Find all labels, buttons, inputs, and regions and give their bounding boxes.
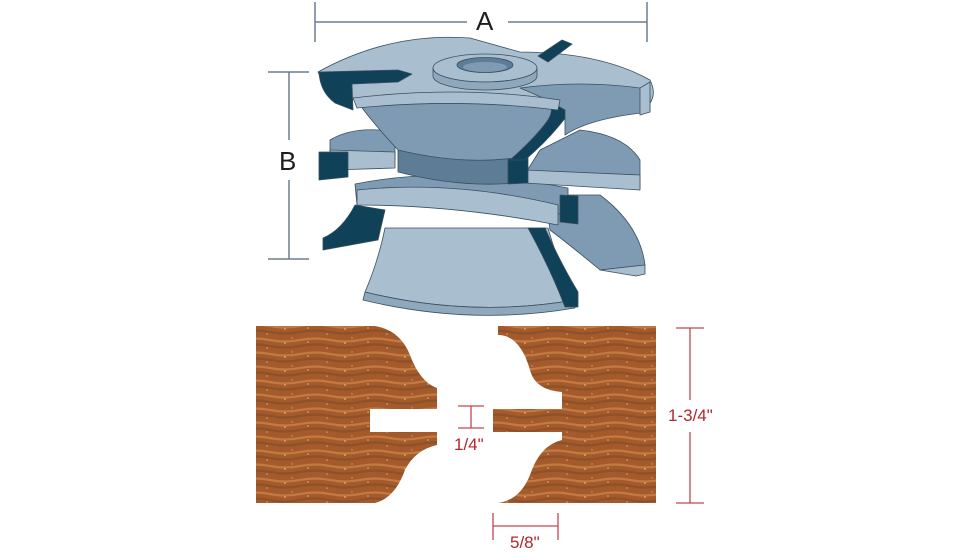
label-dimension-b: B [279, 146, 297, 176]
right-wood-profile [493, 326, 656, 503]
dimension-b [268, 71, 309, 260]
label-dimension-a: A [476, 6, 494, 36]
dimension-stock-thickness [676, 327, 704, 504]
left-wood-profile [256, 326, 437, 503]
label-stock-thickness: 1-3/4" [668, 406, 713, 425]
router-bit-illustration [317, 36, 654, 316]
label-tongue-length: 5/8" [510, 533, 540, 552]
dimension-a [314, 2, 648, 42]
dimension-tongue-thickness [458, 405, 484, 429]
dimension-tongue-length [492, 513, 559, 540]
label-tongue-thickness: 1/4" [454, 435, 484, 454]
